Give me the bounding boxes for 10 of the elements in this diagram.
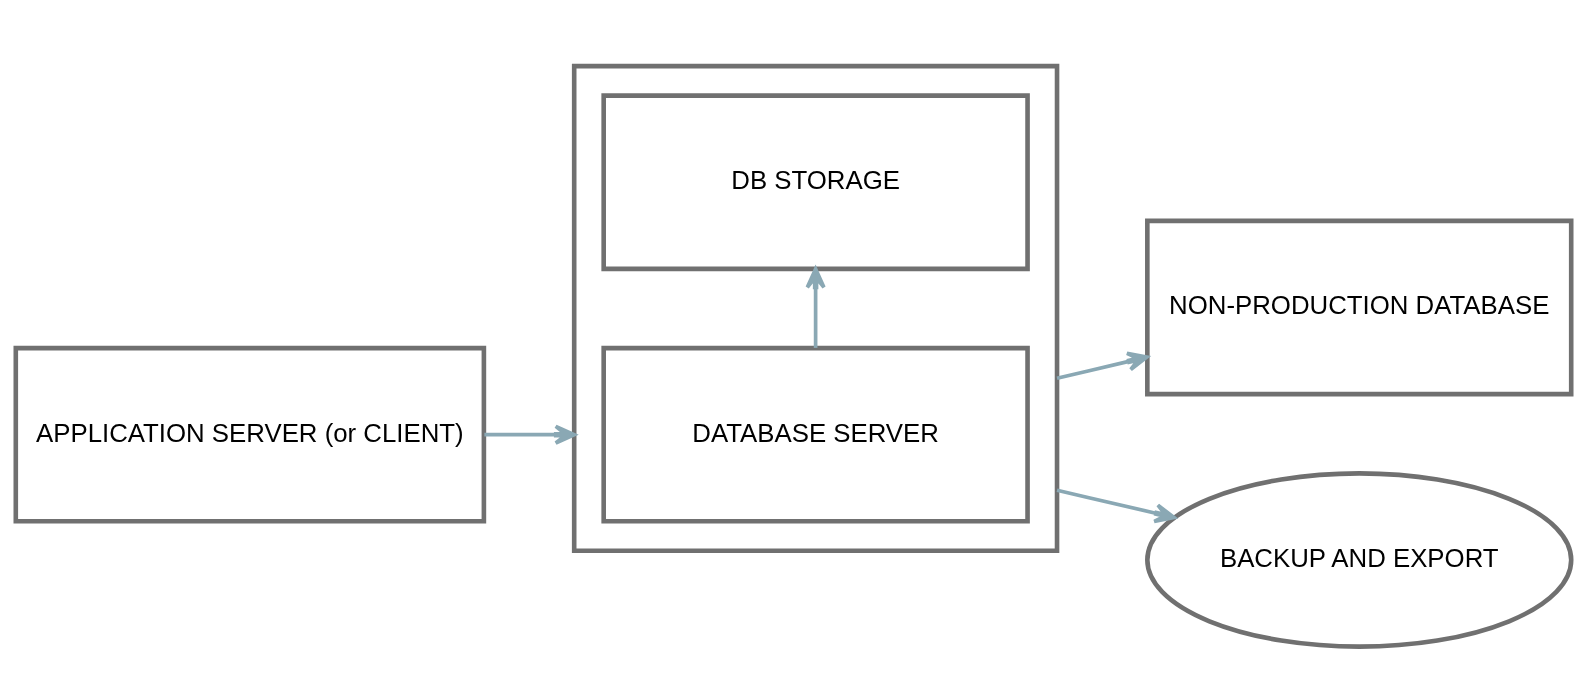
node-ellipse: BACKUP AND EXPORT: [1145, 471, 1574, 649]
arrow: [484, 424, 577, 445]
node-box: DB STORAGE: [601, 93, 1030, 272]
node-box: APPLICATION SERVER (or CLIENT): [13, 345, 487, 524]
arrow: [1056, 351, 1149, 381]
arrow: [1056, 488, 1176, 524]
node-box: DATABASE SERVER: [601, 345, 1030, 524]
node-box: NON-PRODUCTION DATABASE: [1145, 218, 1574, 397]
arrow: [805, 267, 826, 348]
cluster: [571, 63, 1060, 554]
